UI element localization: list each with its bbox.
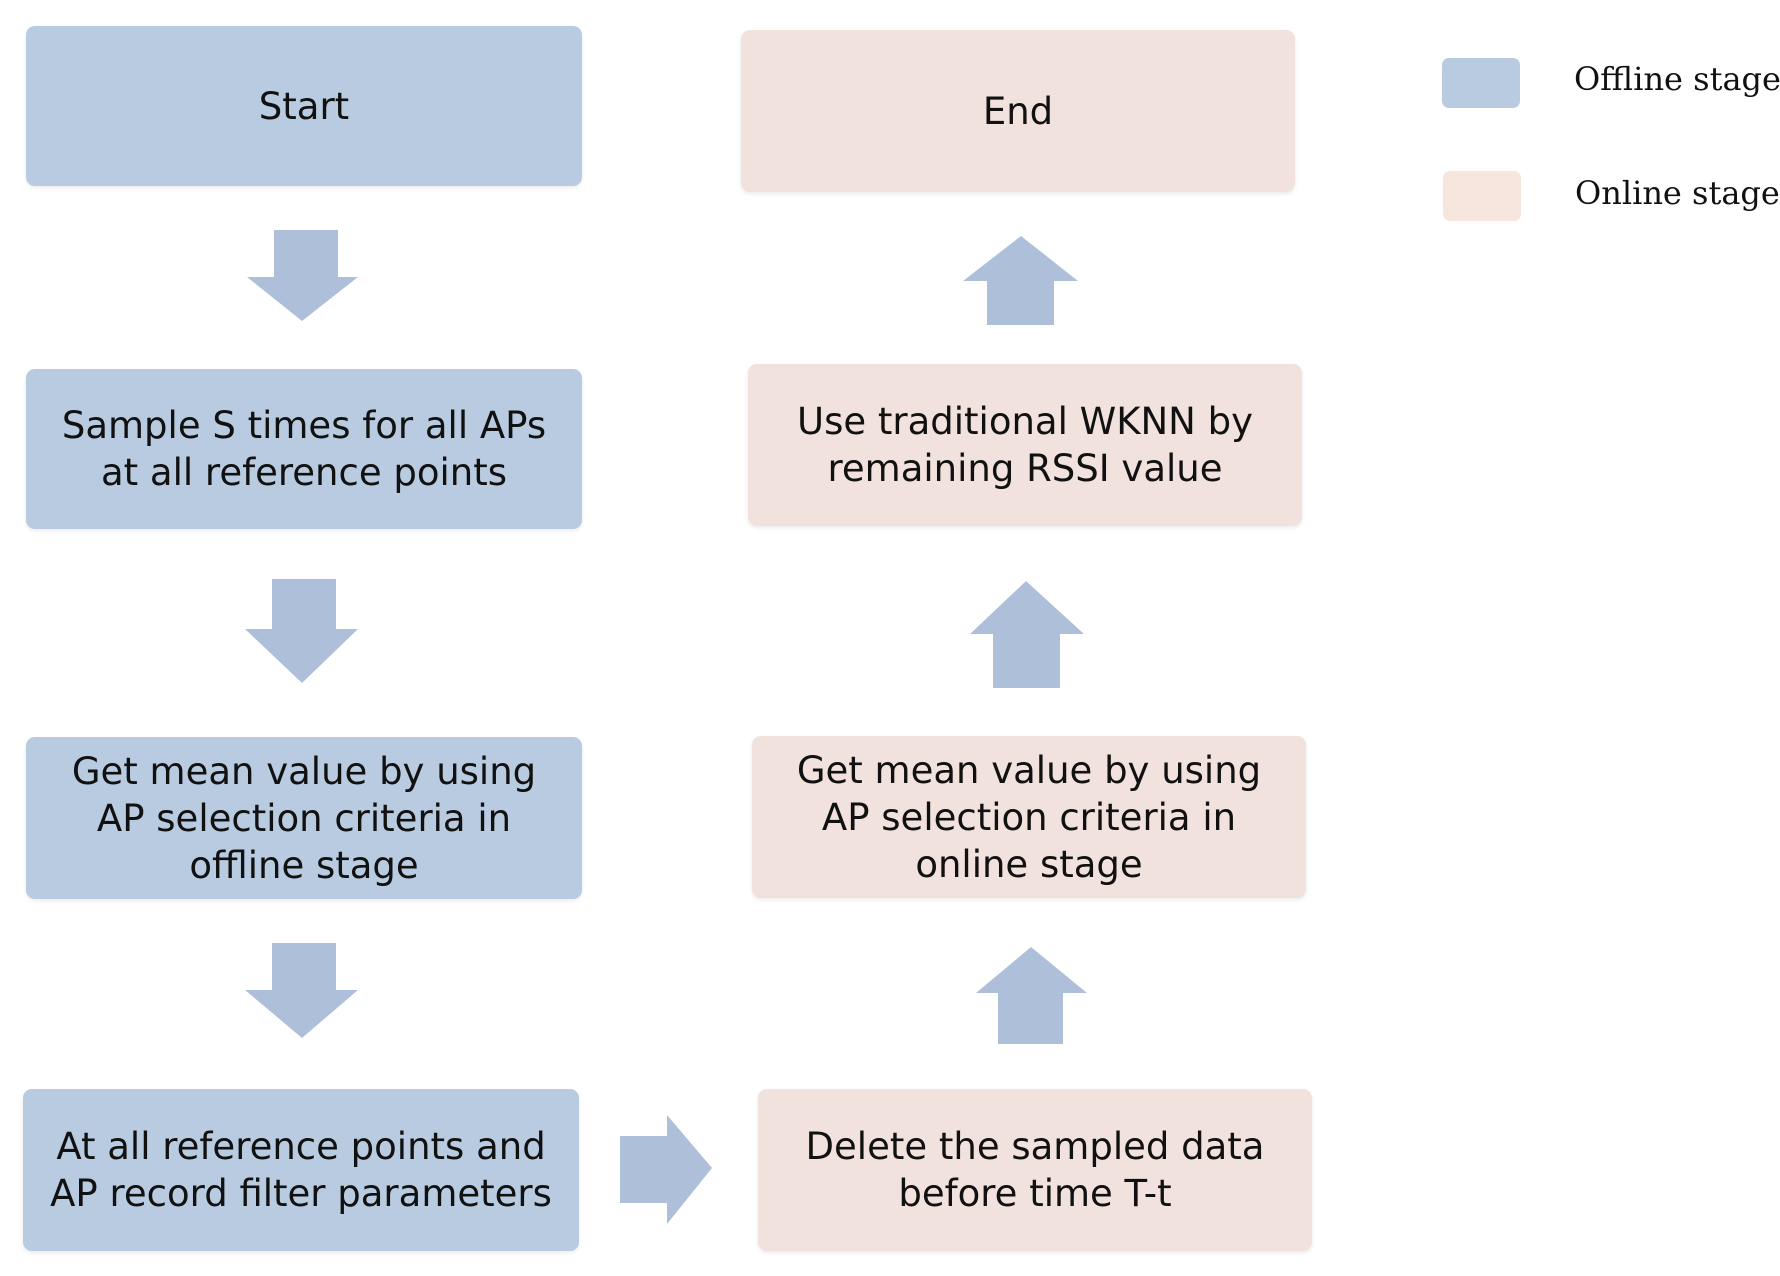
arrow-mean-to-wknn <box>970 581 1084 688</box>
end-label: End <box>982 89 1054 133</box>
arrow-sample-to-mean <box>245 579 358 683</box>
record-filter-step-label: At all reference points and AP record fi… <box>50 1125 552 1215</box>
legend-online-swatch <box>1443 171 1521 221</box>
online-mean-step-label: Get mean value by using AP selection cri… <box>796 748 1262 886</box>
record-filter-step: At all reference points and AP record fi… <box>23 1089 579 1251</box>
wknn-step-label: Use traditional WKNN by remaining RSSI v… <box>797 400 1253 490</box>
legend-offline-label: Offline stage <box>1574 60 1780 98</box>
sample-step: Sample S times for all APs at all refere… <box>26 369 582 529</box>
arrow-wknn-to-end <box>963 236 1078 325</box>
offline-mean-step: Get mean value by using AP selection cri… <box>26 737 582 899</box>
wknn-step: Use traditional WKNN by remaining RSSI v… <box>748 364 1302 526</box>
delete-data-step-label: Delete the sampled data before time T-t <box>805 1125 1265 1215</box>
legend-online-label: Online stage <box>1575 174 1780 212</box>
start-node: Start <box>26 26 582 186</box>
legend-offline-swatch <box>1442 58 1520 108</box>
sample-step-label: Sample S times for all APs at all refere… <box>61 404 547 494</box>
arrow-mean-to-record <box>245 943 358 1038</box>
start-label: Start <box>258 84 350 128</box>
end-node: End <box>741 30 1295 192</box>
online-mean-step: Get mean value by using AP selection cri… <box>752 736 1306 898</box>
delete-data-step: Delete the sampled data before time T-t <box>758 1089 1312 1251</box>
offline-mean-step-label: Get mean value by using AP selection cri… <box>71 749 537 887</box>
arrow-start-to-sample <box>247 230 358 321</box>
arrow-delete-to-mean <box>976 947 1087 1044</box>
arrow-record-to-delete <box>620 1115 712 1224</box>
